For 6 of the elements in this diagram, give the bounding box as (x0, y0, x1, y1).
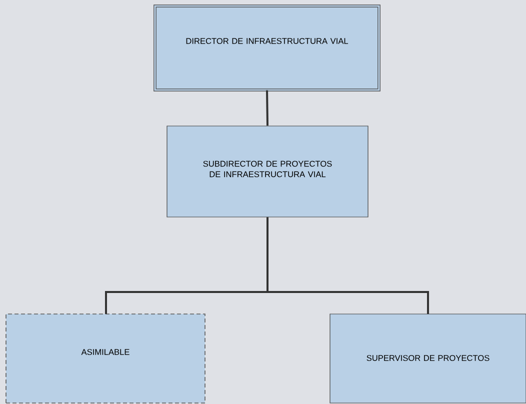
connector-line (266, 90, 268, 126)
position-box: ASIMILABLE (6, 314, 206, 404)
director-box: DIRECTOR DE INFRAESTRUCTURA VIAL (154, 4, 380, 92)
connector-line (266, 217, 429, 314)
subdirector-box: SUBDIRECTOR DE PROYECTOS DE INFRAESTRUCTURA VIAL (166, 126, 368, 218)
supervisor-box: SUPERVISOR DE PROYECTOS (330, 314, 526, 404)
